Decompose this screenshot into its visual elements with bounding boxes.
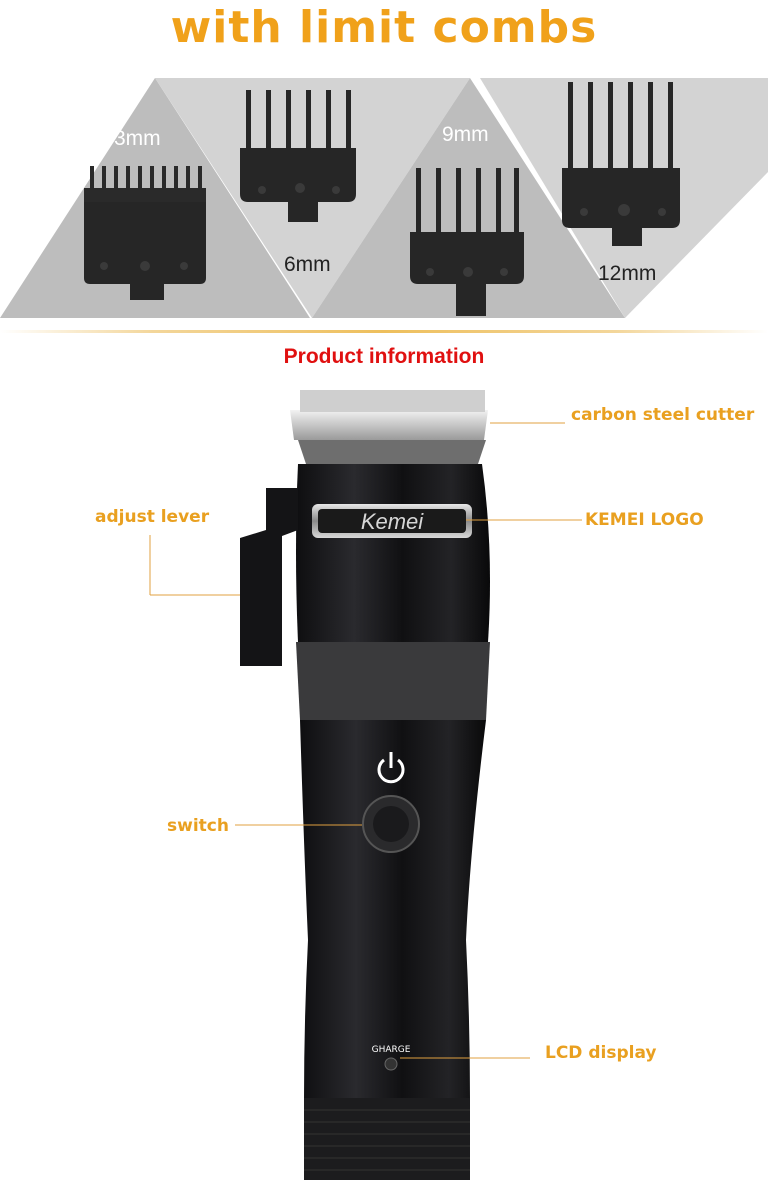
clipper-handle [300,720,486,1100]
combs-illustration [0,78,768,318]
base-ring [304,1098,470,1180]
callout-lcd: LCD display [545,1043,657,1063]
comb-6mm-label: 6mm [284,253,331,276]
callout-lines [149,422,582,1059]
section-title: Product information [283,345,485,368]
comb-3mm-label: 3mm [114,127,161,150]
charge-led [384,1057,398,1071]
triangle-3 [312,78,625,318]
rubber-grip [296,642,490,720]
adjust-lever [240,488,298,666]
comb-6mm-icon [240,90,356,222]
clipper-head [296,464,490,642]
comb-12mm-icon [562,82,680,246]
callout-cutter: carbon steel cutter [571,405,755,425]
comb-12mm-label: 12mm [598,262,657,285]
charge-label: GHARGE [372,1045,411,1055]
comb-9mm-icon [410,168,524,316]
callout-switch: switch [167,816,229,836]
limit-combs-banner: 3mm 6mm 9mm 12mm [0,72,768,322]
comb-3mm-icon [84,166,206,300]
power-icon [377,752,405,784]
page-title: with limit combs [170,2,598,53]
gold-divider [0,330,768,333]
hair-clipper-illustration: Kemei GHARGE [149,390,582,1180]
carbon-steel-blade [290,390,488,464]
comb-9mm-label: 9mm [442,123,489,146]
callout-logo: KEMEI LOGO [585,510,704,530]
callout-lever: adjust lever [95,507,210,527]
kemei-logo-text: Kemei [361,509,424,534]
